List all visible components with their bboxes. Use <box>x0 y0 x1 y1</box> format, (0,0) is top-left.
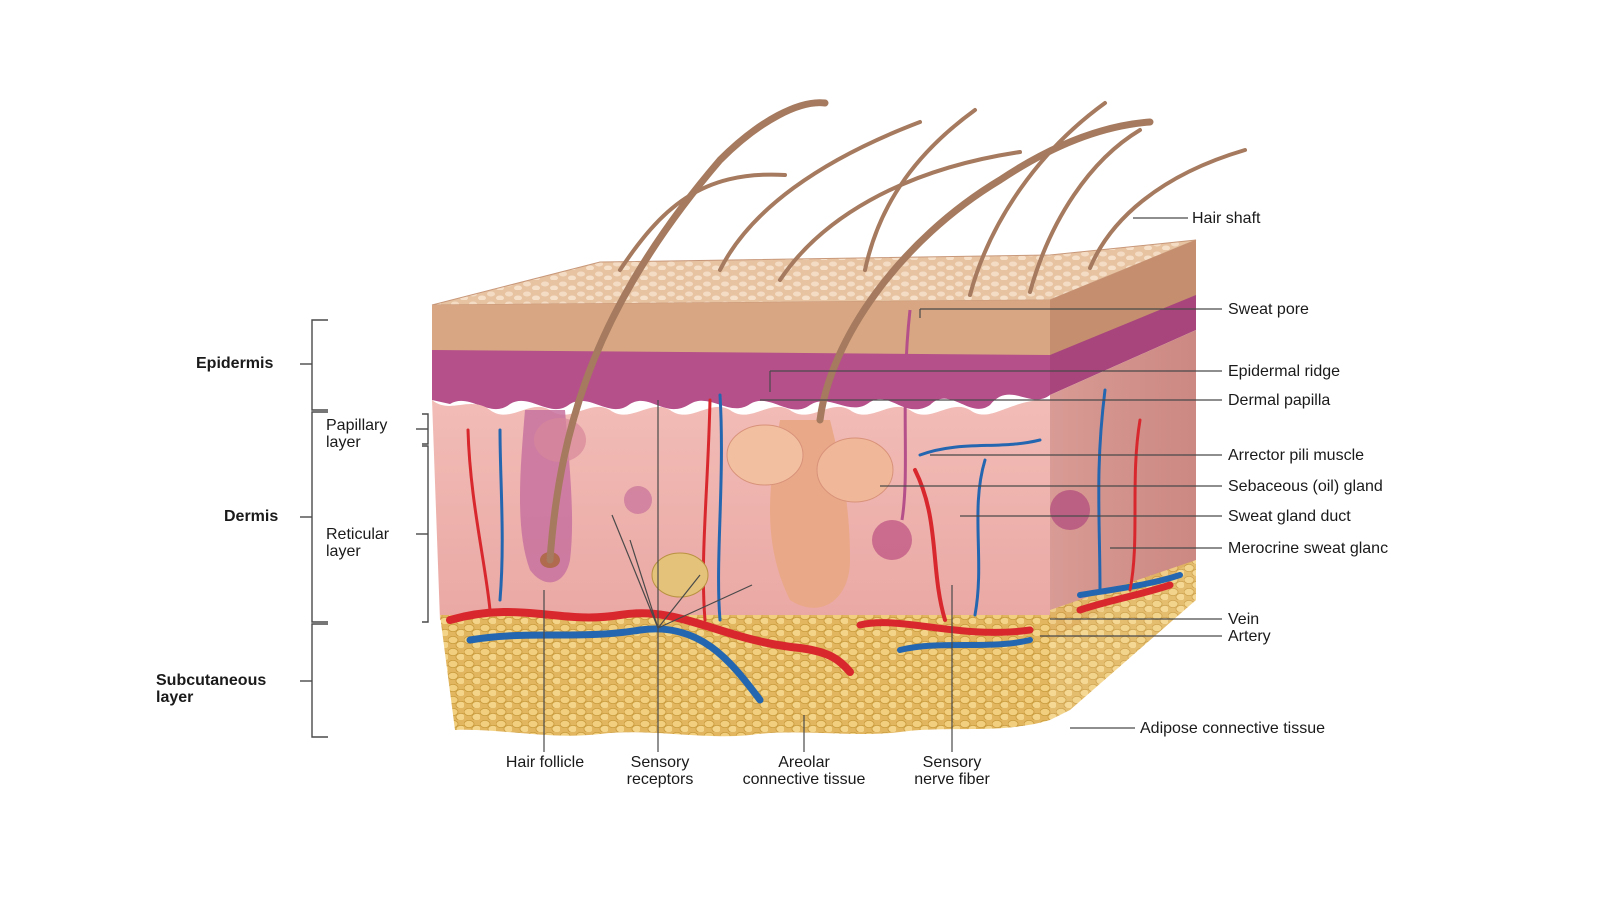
hair-shafts <box>546 99 1247 564</box>
sebaceous-gland-label: Sebaceous (oil) gland <box>1228 478 1383 495</box>
epidermal-ridge-label: Epidermal ridge <box>1228 363 1341 380</box>
vein-label: Vein <box>1228 611 1260 628</box>
sensory-receptors-label-line2: receptors <box>626 771 694 788</box>
sweat-glands <box>624 309 1090 560</box>
papillary-label-line2: layer <box>326 434 361 451</box>
adipose-tissue-label: Adipose connective tissue <box>1140 720 1325 737</box>
areolar-tissue-label-line1: Areolar <box>778 754 830 771</box>
epidermis-label: Epidermis <box>196 355 274 372</box>
sensory-receptors-label-line1: Sensory <box>630 754 690 771</box>
dermis-front <box>432 399 1050 620</box>
sensory-receptor <box>651 552 709 598</box>
blood-vessels <box>446 388 1183 704</box>
epidermal-ridge <box>432 350 1050 410</box>
reticular-label-line1: Reticular <box>326 526 390 543</box>
side-face <box>1050 240 1196 360</box>
areolar-tissue-label-line2: connective tissue <box>742 771 866 788</box>
papillary-label-line1: Papillary <box>326 417 388 434</box>
leader-lines <box>543 217 1222 752</box>
sensory-nerve-fiber-label-line1: Sensory <box>922 754 982 771</box>
subcutaneous-label-line2: layer <box>156 689 194 706</box>
hair-shaft-label: Hair shaft <box>1192 210 1261 227</box>
sensory-nerve-fiber-label-line2: nerve fiber <box>914 771 990 788</box>
dermis-label: Dermis <box>224 508 279 525</box>
layer-brackets <box>300 319 429 738</box>
reticular-label-line2: layer <box>326 543 361 560</box>
merocrine-sweat-gland-label: Merocrine sweat glanc <box>1228 540 1389 557</box>
subcutaneous-label-line1: Subcutaneous <box>156 672 267 689</box>
dermal-papilla-label: Dermal papilla <box>1228 392 1331 409</box>
arrector-pili-label: Arrector pili muscle <box>1228 447 1365 464</box>
hair-follicle-label: Hair follicle <box>505 754 585 771</box>
epidermis-front <box>432 300 1050 360</box>
sweat-gland-duct-label: Sweat gland duct <box>1228 508 1351 525</box>
sweat-pore-label: Sweat pore <box>1228 301 1309 318</box>
artery-label: Artery <box>1228 628 1271 645</box>
